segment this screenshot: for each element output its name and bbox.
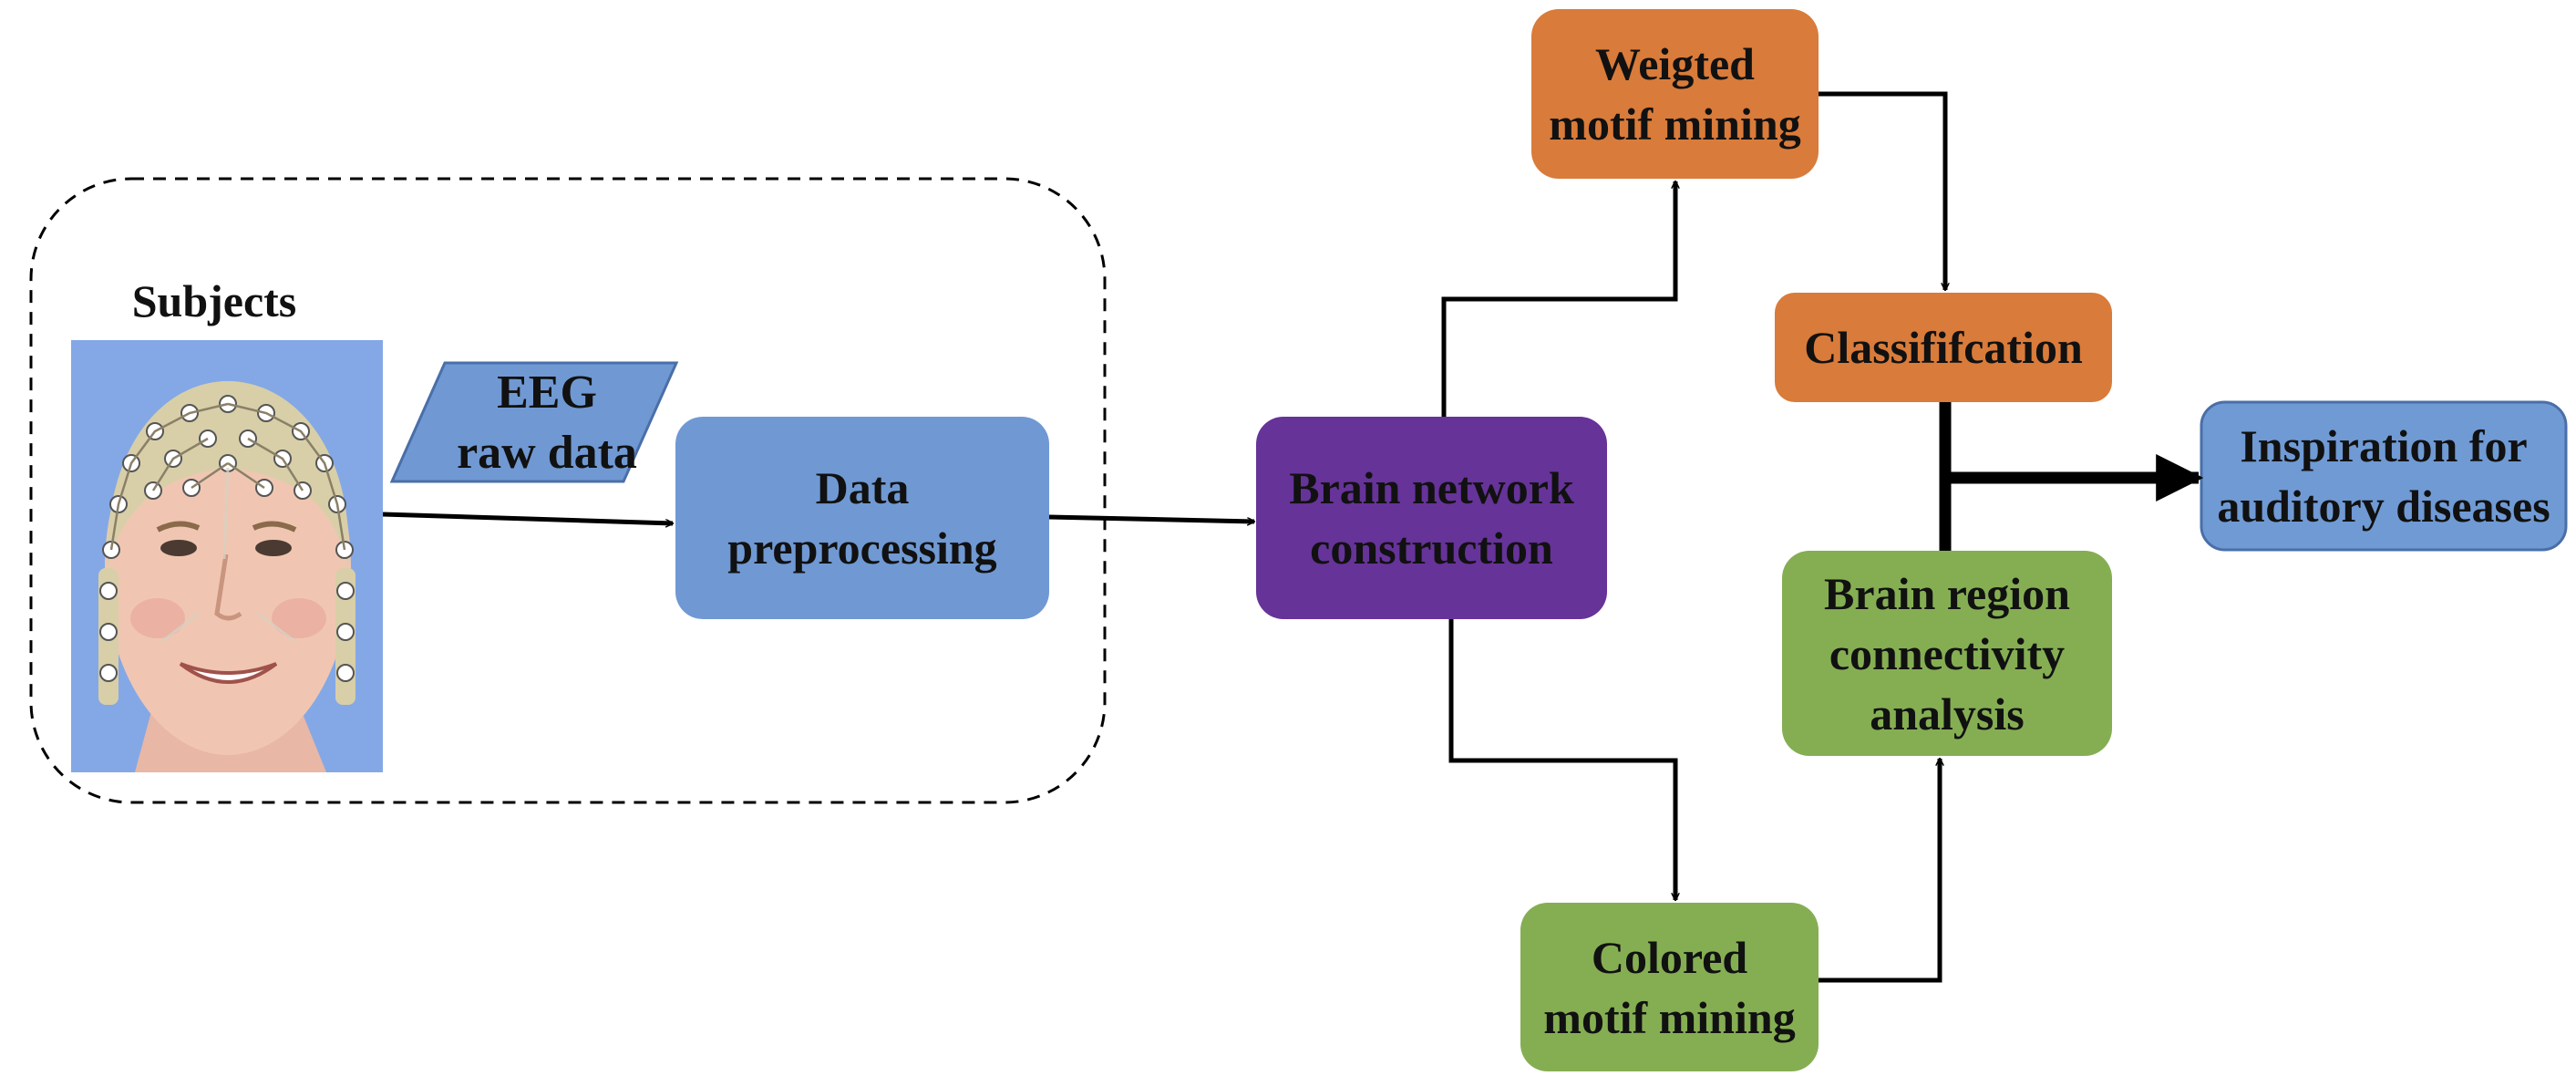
subjects-group-boundary bbox=[29, 177, 1107, 804]
arrow-weighted-to-classification bbox=[1819, 91, 1945, 290]
classification-box bbox=[1775, 293, 2112, 402]
colored-motif-box bbox=[1520, 903, 1819, 1071]
subject-photo bbox=[71, 340, 383, 772]
arrow-preprocessing-to-network bbox=[1048, 514, 1254, 522]
brain-region-label: Brain region connectivity analysis bbox=[1824, 567, 2070, 740]
inspiration-label: Inspiration for auditory diseases bbox=[2217, 420, 2550, 532]
classification-node: Classififcation bbox=[1775, 293, 2112, 402]
eeg-raw-data-shape bbox=[389, 361, 679, 483]
weighted-motif-box bbox=[1531, 9, 1819, 179]
brain-region-node: Brain region connectivity analysis bbox=[1782, 551, 2112, 756]
brain-network-box bbox=[1256, 417, 1607, 619]
brain-region-box bbox=[1782, 551, 2112, 756]
brain-network-label: Brain network construction bbox=[1289, 462, 1574, 574]
arrow-network-to-weighted bbox=[1441, 181, 1675, 417]
arrow-network-to-colored bbox=[1448, 619, 1675, 900]
weighted-motif-label: Weigted motif mining bbox=[1549, 38, 1801, 150]
arrow-photo-to-preprocessing bbox=[382, 512, 673, 523]
subjects-label: Subjects bbox=[131, 275, 297, 326]
inspiration-node: Inspiration for auditory diseases bbox=[2201, 402, 2566, 550]
colored-motif-node: Colored motif mining bbox=[1520, 903, 1819, 1071]
brain-network-node: Brain network construction bbox=[1256, 417, 1607, 619]
weighted-motif-node: Weigted motif mining bbox=[1531, 9, 1819, 179]
face-with-eeg-cap-image bbox=[71, 340, 383, 772]
eeg-raw-data-label: EEG raw data bbox=[457, 367, 637, 479]
data-preprocessing-node: Data preprocessing bbox=[675, 417, 1049, 619]
colored-motif-label: Colored motif mining bbox=[1543, 931, 1796, 1043]
data-preprocessing-label: Data preprocessing bbox=[727, 462, 997, 574]
data-preprocessing-box bbox=[675, 417, 1049, 619]
classification-label: Classififcation bbox=[1804, 322, 2083, 373]
arrow-colored-to-brain-region bbox=[1819, 759, 1940, 983]
